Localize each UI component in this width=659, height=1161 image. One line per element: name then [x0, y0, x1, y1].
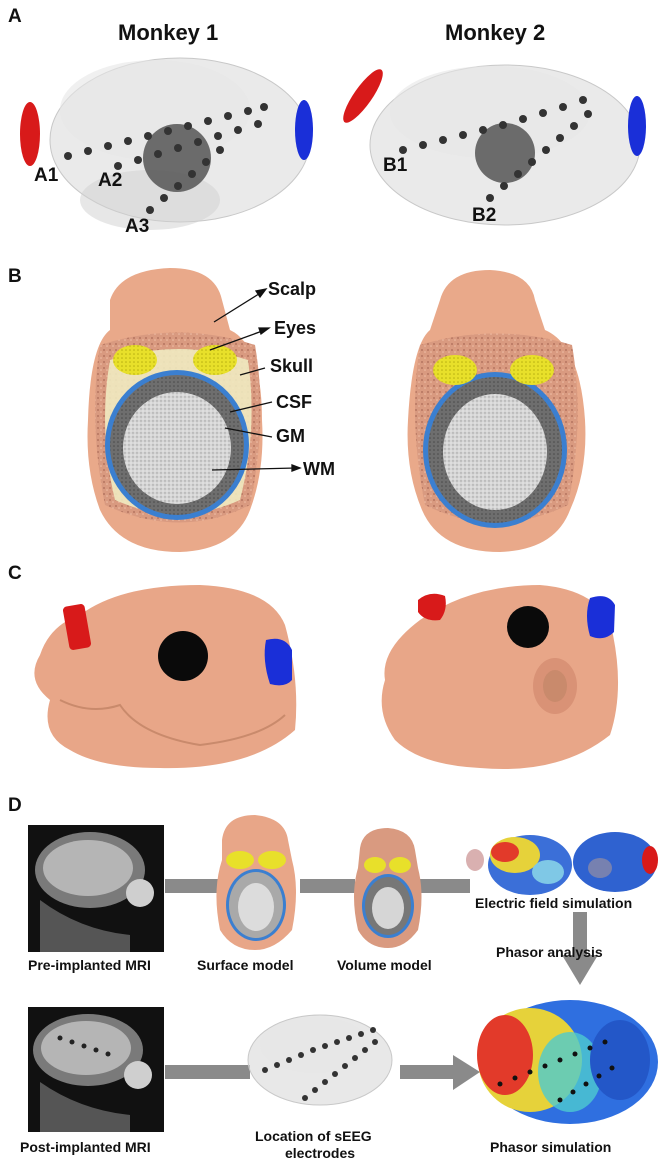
- phasor-simulation-brain-image: [477, 1000, 658, 1124]
- caption-electric-field-simulation: Electric field simulation: [475, 895, 632, 911]
- caption-volume-model: Volume model: [337, 957, 432, 973]
- pre-implanted-mri-image: [28, 825, 164, 952]
- caption-surface-model: Surface model: [197, 957, 293, 973]
- caption-post-implanted-mri: Post-implanted MRI: [20, 1139, 151, 1155]
- caption-electrodes: electrodes: [285, 1145, 355, 1161]
- caption-phasor-analysis: Phasor analysis: [496, 944, 603, 960]
- seeg-location-brain-image: [248, 1015, 392, 1105]
- surface-model-image: [216, 815, 296, 950]
- volume-model-image: [354, 828, 422, 948]
- right-arrow-icon: [453, 1055, 480, 1090]
- post-implanted-mri-image: [28, 1007, 164, 1132]
- electric-field-simulation-image: [466, 832, 658, 895]
- caption-pre-implanted-mri: Pre-implanted MRI: [28, 957, 151, 973]
- caption-phasor-simulation: Phasor simulation: [490, 1139, 611, 1155]
- caption-location-of-seeg: Location of sEEG: [255, 1128, 372, 1144]
